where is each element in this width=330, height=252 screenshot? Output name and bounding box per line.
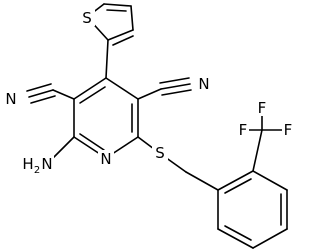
bond-c2-nh2	[52, 136, 75, 159]
bond-th-c4-c5-inner	[106, 9, 127, 12]
bond-c2-n1-inner	[79, 133, 105, 151]
atom-f-top: F	[258, 99, 267, 117]
bond-ch2-benzene	[185, 171, 219, 191]
bond-th-c2-c3	[107, 29, 134, 41]
atom-n-nitrile-left: N	[5, 90, 16, 108]
bond-cn-right-triple-a	[160, 83, 191, 90]
bond-cn-left-triple-a	[28, 89, 54, 98]
atom-s-thiophene: S	[82, 9, 92, 27]
bond-c3-cn-left	[52, 89, 75, 100]
bond-cn-right-triple-c	[161, 89, 192, 96]
bond-bz-e-f	[217, 228, 254, 249]
bond-cn-left-triple-b	[26, 83, 52, 92]
atom-s-thioether: S	[155, 144, 165, 162]
bond-cn-right-triple-b	[159, 77, 190, 84]
atom-n-pyridine: N	[100, 150, 111, 168]
atom-n-nitrile-right: N	[198, 75, 209, 93]
bond-th-c2-c3-inner	[112, 35, 134, 46]
bond-th-c4-c5	[103, 3, 132, 7]
bond-bz-e-f-inner	[224, 225, 252, 241]
bond-cn-left-triple-c	[30, 95, 56, 104]
bond-bz-d-e	[252, 228, 288, 249]
atom-amine-n: N	[41, 155, 52, 173]
atom-amine-h: H	[22, 155, 33, 173]
bond-c5-cn-right	[137, 88, 162, 100]
bond-bz-a-b-inner	[224, 178, 252, 194]
bond-bz-cf3	[252, 129, 263, 172]
atom-f-right: F	[284, 121, 293, 139]
atom-f-left: F	[239, 121, 248, 139]
bond-bz-a-b	[217, 170, 254, 191]
bond-c4-thiophene	[105, 39, 109, 79]
bond-c4-c5	[105, 77, 139, 100]
bond-c4-c3-inner	[79, 86, 106, 104]
atom-amine-subscript: 2	[34, 165, 40, 176]
bond-th-c3-c4	[130, 5, 134, 31]
bond-c4-c3	[73, 77, 107, 100]
bond-bz-b-c	[252, 170, 288, 191]
